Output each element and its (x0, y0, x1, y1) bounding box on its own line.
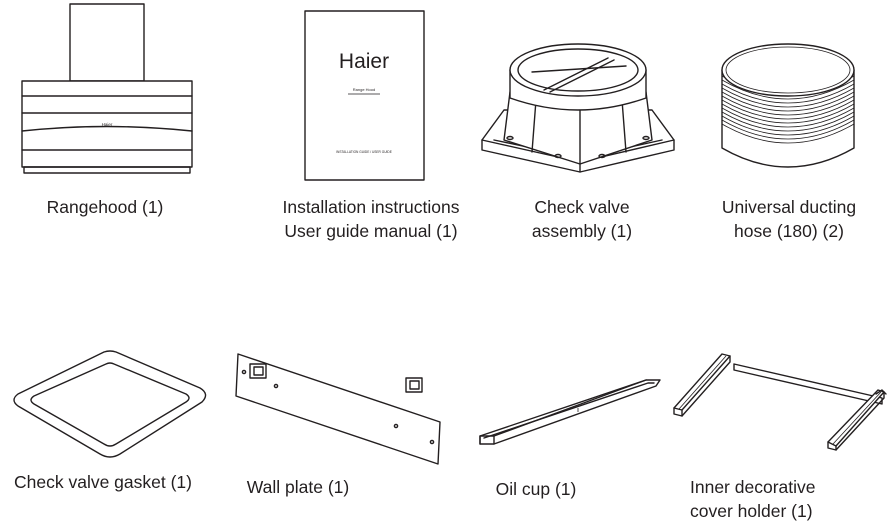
caption-line: Check valve gasket (1) (14, 472, 192, 492)
caption-line: Installation instructions (282, 197, 460, 217)
oil-cup-caption: Oil cup (1) (484, 477, 588, 501)
rangehood-brand-mark: Haier (102, 122, 113, 127)
caption-line: Oil cup (1) (495, 479, 577, 499)
caption-line: cover holder (1) (690, 501, 813, 521)
caption-line: Check valve (534, 197, 630, 217)
oil-cup-illustration (476, 374, 664, 450)
caption-line: User guide manual (1) (284, 221, 458, 241)
caption-line: Wall plate (1) (246, 477, 350, 497)
manual-caption: Installation instructions User guide man… (266, 195, 476, 243)
rangehood-caption: Rangehood (1) (28, 195, 182, 219)
wall-plate-illustration (232, 352, 444, 466)
manual-cover-subtitle: Range Hood (353, 87, 375, 92)
cover-holder-illustration (670, 350, 888, 452)
caption-line: Rangehood (1) (46, 197, 164, 217)
caption-line: Inner decorative (690, 477, 816, 497)
ducting-hose-caption: Universal ducting hose (180) (2) (704, 195, 874, 243)
check-valve-caption: Check valve assembly (1) (500, 195, 664, 243)
gasket-caption: Check valve gasket (1) (0, 470, 206, 494)
check-valve-illustration (480, 40, 676, 180)
rangehood-illustration: Haier (21, 3, 194, 176)
caption-line: assembly (1) (531, 221, 633, 241)
caption-line: hose (180) (2) (734, 221, 844, 241)
cover-holder-caption: Inner decorative cover holder (1) (690, 475, 850, 523)
gasket-illustration (10, 350, 210, 460)
wall-plate-caption: Wall plate (1) (238, 475, 358, 499)
caption-line: Universal ducting (721, 197, 857, 217)
manual-cover-brand: Haier (339, 50, 389, 73)
manual-illustration: Haier Range Hood INSTALLATION GUIDE / US… (304, 10, 426, 182)
ducting-hose-illustration (718, 40, 858, 180)
manual-cover-footer: INSTALLATION GUIDE / USER GUIDE (336, 150, 392, 154)
